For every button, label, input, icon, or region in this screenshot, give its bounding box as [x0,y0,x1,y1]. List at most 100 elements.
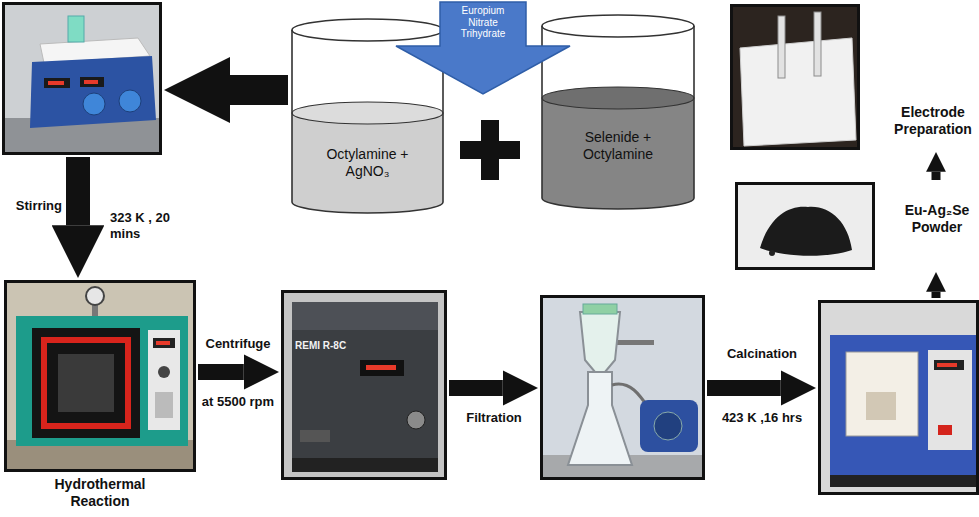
oven-photo-art-part [44,340,128,426]
filtration-photo-art-part [540,295,705,480]
condition-note: 423 K ,16 hrs [722,410,802,426]
edge-label: Calcination [727,346,797,362]
oven-photo-art-part [16,316,188,446]
electrode-photo-art-part [730,4,860,150]
furnace-photo-art-part [818,300,979,495]
filtration-photo-art [540,295,705,480]
centrifuge-photo-art-part [407,411,425,429]
beaker-glass [542,26,694,209]
oven-photo-art-part [155,392,173,418]
oven-photo-art-part [86,287,104,305]
condition-note: at 5500 rpm [202,394,274,410]
centrifuge-photo: REMI R-8C [281,290,447,480]
solution-label: Octylamine + AgNO₃ [320,146,415,180]
centrifuge-photo-art-part [281,290,447,480]
filtration-photo-art-part [568,372,632,465]
stirrer-photo-art-part [83,93,105,115]
photo-frame [281,290,447,480]
photo-frame [818,300,979,495]
oven-photo-art-part [32,328,140,438]
oven-photo-art-part [58,354,114,412]
beaker-outline [540,14,696,210]
oven-photo-art-part [153,338,175,348]
beaker-wall [542,26,694,209]
process-arrow [707,380,781,396]
device-brand: REMI R-8C [295,340,385,352]
process-arrow [932,172,941,180]
furnace-photo-art-part [938,425,952,435]
oven-photo-art-part [4,280,196,472]
centrifuge-photo-art-part [366,365,396,370]
photo-frame [4,280,196,472]
process-arrow [230,75,288,105]
electrode-photo-art [730,4,860,150]
centrifuge-photo-art-part [292,458,438,472]
electrode-photo-art-part [814,12,821,76]
reagent-arrow: Europium Nitrate Trihydrate [395,0,571,96]
electrode-photo-art-part [740,38,856,146]
photo-frame [2,2,162,155]
electrode-photo-art-part [778,16,785,78]
edge-label: Stirring [2,198,62,214]
solution-label: Selenide + Octylamine [570,129,666,163]
furnace-photo-art-part [830,475,979,487]
furnace-photo-art-part [937,363,957,367]
photo-frame [735,182,875,270]
edge-label: Filtration [466,410,522,426]
reagent-label: Europium Nitrate Trihydrate [448,5,518,40]
oven-photo-art [4,280,196,472]
filtration-photo-art-part [583,304,617,314]
oven-photo-art-part [158,366,170,378]
powder-photo-art-part [735,182,875,270]
filtration-photo [540,295,705,480]
oven-photo-art-part [148,330,180,430]
centrifuge-photo-art [281,290,447,480]
centrifuge-photo-art-part [360,360,404,376]
stirrer-photo [2,2,162,155]
stirrer-photo-art [2,2,162,155]
beaker-rim [542,15,694,37]
furnace-photo-art-part [846,352,918,436]
beaker-liquid [292,113,443,213]
stirrer-photo-art-part [80,77,104,87]
oven-photo-art-part [156,341,170,345]
plus-sign [460,120,520,180]
centrifuge-photo-art-part [292,302,438,330]
process-arrow [932,292,941,298]
plus-sign-part [460,120,520,180]
beaker-liquid [542,98,694,209]
furnace-photo-art-part [866,392,896,420]
filtration-photo-art-part [580,312,620,372]
powder-photo: Eu-Ag₂Se Powder [735,182,977,270]
filtration-photo-art-part [654,412,682,440]
stirrer-photo-art-part [119,90,141,112]
furnace-photo-art-part [928,350,972,450]
step-heading: Electrode Preparation [890,104,976,138]
stirrer-photo-art-part [2,2,162,155]
process-arrow [449,380,503,396]
furnace-photo-art-part [934,360,964,370]
stirrer-photo-art-part [68,16,84,42]
furnace-photo-art [818,300,979,495]
beaker-solution: Selenide + Octylamine [540,14,696,210]
powder-photo-art-part [760,207,852,256]
step-heading: Eu-Ag₂Se Powder [899,202,975,236]
centrifuge-photo-art-part [300,430,330,442]
process-arrow [66,157,90,225]
photo-frame [540,295,705,480]
stirrer-photo-art-part [48,81,64,85]
beaker-rim [292,19,443,41]
stirrer-photo-art-part [30,56,156,128]
condition-note: 323 K , 20 mins [110,210,174,241]
electrode-photo: Electrode Preparation [730,4,977,150]
filtration-photo-art-part [640,400,698,452]
stirrer-photo-art-part [44,78,70,88]
powder-photo-art [735,182,875,270]
photo-frame [730,4,860,150]
edge-label: Centrifuge [206,336,271,352]
furnace-photo [818,300,979,495]
step-heading: Hydrothermal Reaction [40,476,160,510]
